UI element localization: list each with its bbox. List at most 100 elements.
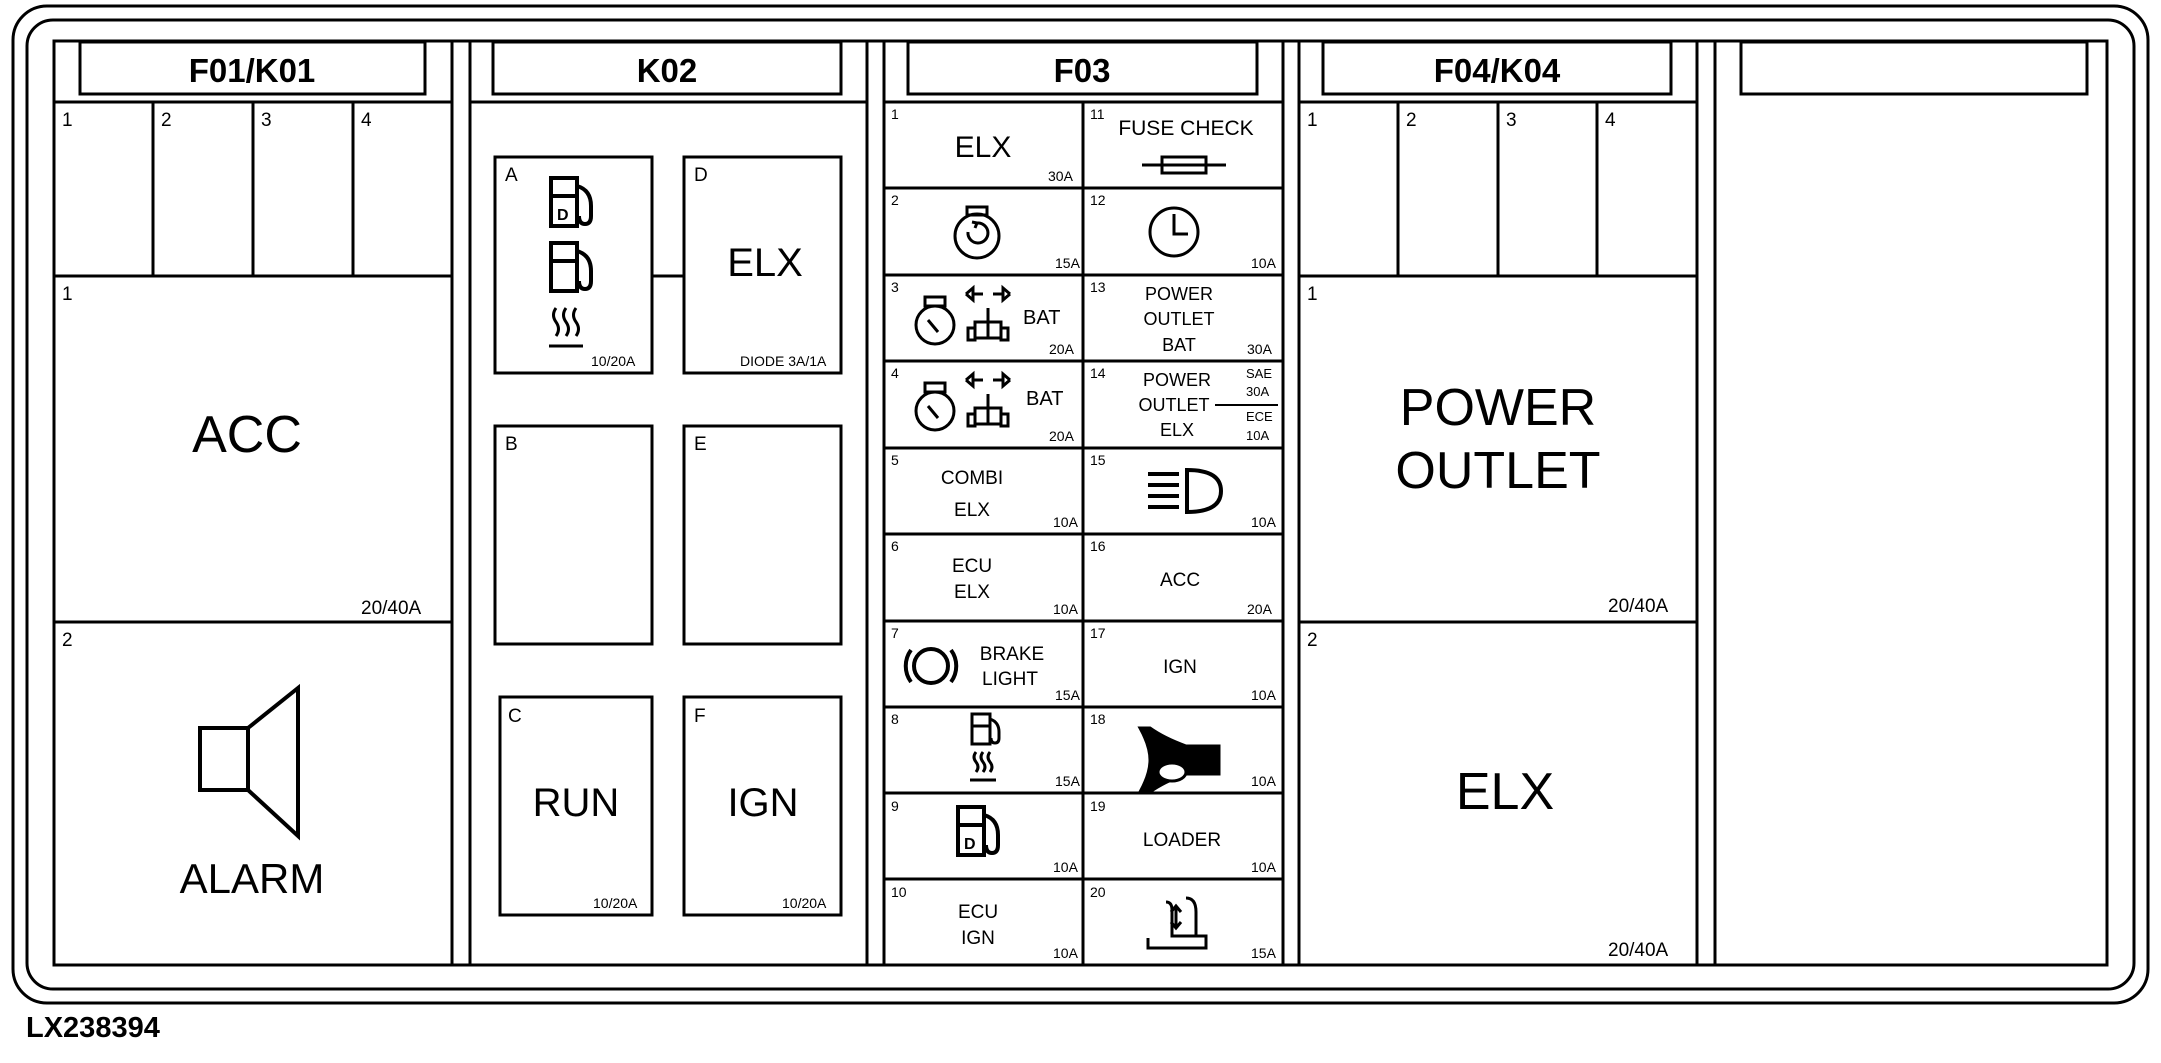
f03-fuse-15-num: 15: [1090, 452, 1106, 468]
header-f04: F04/K04: [1434, 52, 1561, 89]
f03-fuse-14-num: 14: [1090, 365, 1106, 381]
f03-fuse-10-num: 10: [891, 884, 907, 900]
f03-fuse-14-10a: 10A: [1246, 428, 1269, 443]
f04-relay-2: 2: [1406, 110, 1417, 131]
f04-fuse-1-line-1: POWER: [1400, 379, 1596, 437]
f03-fuse-10-line-1: ECU: [958, 902, 998, 923]
horn-icon: [1137, 726, 1221, 794]
f01-fuse-1-num: 1: [62, 284, 73, 305]
headlight-icon: [1148, 467, 1224, 515]
seat-adjust-icon: [1146, 896, 1208, 950]
f03-fuse-16-num: 16: [1090, 538, 1106, 554]
f03-fuse-3-line-1: BAT: [1023, 307, 1060, 329]
f01-relay-3: 3: [261, 110, 272, 131]
f03-fuse-6-line-2: ELX: [954, 582, 990, 603]
panel-f04: [1299, 100, 1697, 624]
f03-fuse-14-line-2: OUTLET: [1138, 395, 1209, 415]
f03-fuse-3-num: 3: [891, 279, 899, 295]
f03-fuse-14-30a: 30A: [1246, 384, 1269, 399]
f03-fuse-11-num: 11: [1090, 106, 1105, 122]
f03-fuse-6-line-1: ECU: [952, 556, 992, 577]
f03-fuse-5-line-2: ELX: [954, 500, 990, 521]
fuel-pump-diesel-icon: [956, 805, 1000, 857]
f04-fuse-2-num: 2: [1307, 630, 1318, 651]
k02-relay-c-letter: C: [508, 706, 522, 727]
f03-fuse-2-num: 2: [891, 192, 899, 208]
f04-fuse-2-line-1: ELX: [1456, 763, 1554, 821]
f03-fuse-13-line-3: BAT: [1162, 335, 1196, 355]
k02-relay-c-rating: 10/20A: [593, 895, 638, 911]
f04-fuse-1-line-2: OUTLET: [1395, 442, 1600, 500]
k02-relay-boxes: [493, 155, 843, 917]
f03-fuse-14-ece: ECE: [1246, 409, 1273, 424]
f01-relay-4: 4: [361, 110, 372, 131]
f04-relay-4: 4: [1605, 110, 1616, 131]
engine-shift-icon: [914, 370, 1011, 432]
f04-relay-3: 3: [1506, 110, 1517, 131]
f03-fuse-8-rating: 15A: [1055, 773, 1081, 789]
f03-fuse-9-d-glyph: D: [964, 836, 976, 853]
k02-relay-e-letter: E: [694, 434, 707, 455]
engine-shift-icon: [914, 284, 1011, 346]
f01-fuse-2-label: ALARM: [180, 855, 325, 902]
f04-fuse-2-rating: 20/40A: [1608, 940, 1669, 961]
f03-fuse-12-rating: 10A: [1251, 255, 1277, 271]
f03-fuse-9-num: 9: [891, 798, 899, 814]
f03-fuse-15-rating: 10A: [1251, 514, 1277, 530]
f03-fuse-17-rating: 10A: [1251, 687, 1277, 703]
f03-fuse-6-num: 6: [891, 538, 899, 554]
f03-fuse-3-rating: 20A: [1049, 341, 1075, 357]
f03-fuse-14-sae: SAE: [1246, 366, 1272, 381]
f03-fuse-6-rating: 10A: [1053, 601, 1079, 617]
k02-relay-f-letter: F: [694, 706, 706, 727]
f03-fuse-19-rating: 10A: [1251, 859, 1277, 875]
k02-relay-f-rating: 10/20A: [782, 895, 827, 911]
speaker-icon: [198, 683, 300, 841]
f03-fuse-5-rating: 10A: [1053, 514, 1079, 530]
k02-relay-d-label: ELX: [727, 241, 803, 285]
f03-fuse-17-num: 17: [1090, 625, 1106, 641]
f03-fuse-14-line-1: POWER: [1143, 370, 1211, 390]
panel-dividers: [450, 41, 1717, 965]
f03-fuse-13-num: 13: [1090, 279, 1106, 295]
f03-fuse-18-rating: 10A: [1251, 773, 1277, 789]
f03-fuse-16-line-1: ACC: [1160, 570, 1200, 591]
engine-start-icon: [953, 205, 1001, 260]
header-k02: K02: [637, 52, 698, 89]
f03-fuse-14-line-3: ELX: [1160, 420, 1194, 440]
f03-fuse-10-line-2: IGN: [961, 928, 995, 949]
f03-fuse-7-line-1: BRAKE: [980, 644, 1044, 665]
brake-icon: [903, 647, 959, 685]
fuel-pump-icon: [549, 241, 593, 293]
f03-fuse-19-line-1: LOADER: [1143, 830, 1221, 851]
f01-fuse-1-label: ACC: [192, 406, 302, 464]
fuel-heater-icon: [970, 712, 1001, 782]
fuse-icon: [1142, 155, 1226, 175]
f04-relay-1: 1: [1307, 110, 1318, 131]
fuel-pump-diesel-icon: [549, 176, 593, 228]
f04-fuse-1-num: 1: [1307, 284, 1318, 305]
f03-fuse-4-rating: 20A: [1049, 428, 1075, 444]
k02-relay-f-label: IGN: [727, 781, 798, 825]
f03-fuse-11-line-1: FUSE CHECK: [1118, 117, 1253, 140]
k02-relay-c-label: RUN: [533, 781, 620, 825]
f03-fuse-2-rating: 15A: [1055, 255, 1081, 271]
f03-fuse-7-rating: 15A: [1055, 687, 1081, 703]
f01-relay-2: 2: [161, 110, 172, 131]
f03-fuse-4-line-1: BAT: [1026, 388, 1063, 410]
f03-fuse-17-line-1: IGN: [1163, 657, 1197, 678]
f03-fuse-4-num: 4: [891, 365, 899, 381]
header-f03: F03: [1054, 52, 1111, 89]
f03-fuse-5-num: 5: [891, 452, 899, 468]
inner-frame: [25, 18, 2136, 991]
header-boxes: [78, 40, 2089, 96]
panel-f01: [54, 100, 452, 624]
k02-diesel-d-glyph: D: [557, 207, 569, 224]
f03-fuse-10-rating: 10A: [1053, 945, 1079, 961]
outer-frame: [11, 4, 2150, 1005]
figure-reference: LX238394: [26, 1012, 160, 1044]
panel-f03-grid: [884, 100, 1283, 965]
f03-fuse-18-num: 18: [1090, 711, 1106, 727]
k02-relay-b-letter: B: [505, 434, 518, 455]
